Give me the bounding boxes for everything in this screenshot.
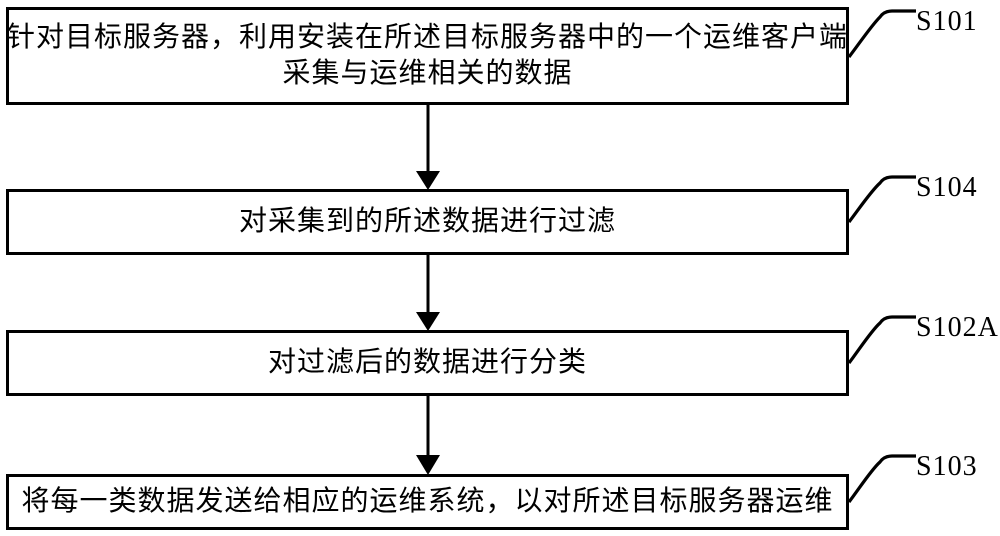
step-text-line: 对过滤后的数据进行分类 <box>267 347 587 378</box>
flow-arrow-1 <box>416 105 440 190</box>
flow-step-box-s104: 对采集到的所述数据进行过滤 <box>6 189 849 255</box>
step-ref-label-s104: S104 <box>916 172 978 203</box>
leader-line-s104 <box>847 175 916 223</box>
step-text-line: 采集与运维相关的数据 <box>282 58 573 89</box>
leader-line-s101 <box>847 9 916 58</box>
step-text-line: 针对目标服务器，利用安装在所述目标服务器中的一个运维客户端 <box>7 22 849 53</box>
step-text-line: 将每一类数据发送给相应的运维系统，以对所述目标服务器运维 <box>21 486 834 517</box>
flow-arrow-3 <box>416 396 440 475</box>
step-ref-label-s103: S103 <box>916 451 978 482</box>
flow-arrow-2 <box>416 255 440 331</box>
step-ref-label-s102a: S102A <box>916 312 999 343</box>
flow-step-box-s101: 针对目标服务器，利用安装在所述目标服务器中的一个运维客户端 采集与运维相关的数据 <box>6 7 849 105</box>
step-ref-label-s101: S101 <box>916 6 978 37</box>
leader-line-s103 <box>847 454 916 503</box>
step-text-line: 对采集到的所述数据进行过滤 <box>238 206 616 237</box>
flow-step-box-s102a: 对过滤后的数据进行分类 <box>6 330 849 396</box>
flow-step-box-s103: 将每一类数据发送给相应的运维系统，以对所述目标服务器运维 <box>6 474 849 530</box>
leader-line-s102a <box>847 315 916 364</box>
